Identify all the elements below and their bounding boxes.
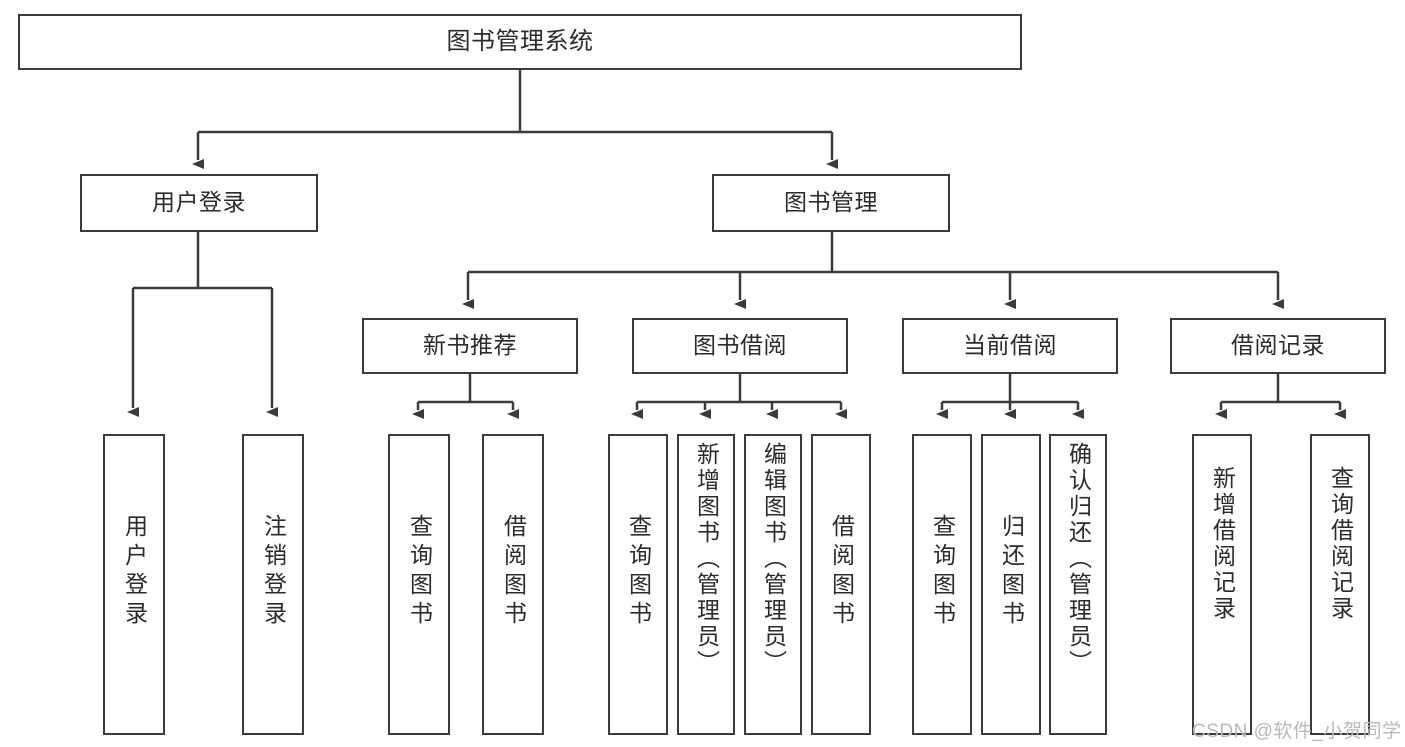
leaf-borrow-book-recommend[interactable]: 借阅图书 (482, 434, 544, 735)
node-label: 新增图书（管理员） (693, 442, 720, 676)
node-label: 图书管理 (784, 189, 878, 216)
node-label: 当前借阅 (963, 332, 1057, 359)
node-label: 借阅图书 (500, 514, 527, 630)
leaf-confirm-return-admin[interactable]: 确认归还（管理员） (1049, 434, 1107, 735)
node-label: 图书借阅 (693, 332, 787, 359)
node-new-book-recommend[interactable]: 新书推荐 (362, 318, 578, 374)
node-borrow-record[interactable]: 借阅记录 (1170, 318, 1386, 374)
node-label: 查询图书 (625, 514, 652, 630)
node-label: 图书管理系统 (446, 27, 594, 55)
node-label: 归还图书 (998, 514, 1025, 630)
node-label: 查询图书 (929, 514, 956, 630)
node-label: 注销登录 (260, 514, 287, 630)
node-label: 借阅记录 (1231, 332, 1325, 359)
leaf-edit-book-admin[interactable]: 编辑图书（管理员） (744, 434, 802, 735)
node-label: 借阅图书 (828, 514, 855, 630)
leaf-logout[interactable]: 注销登录 (242, 434, 304, 735)
leaf-borrow-book[interactable]: 借阅图书 (811, 434, 871, 735)
leaf-add-book-admin[interactable]: 新增图书（管理员） (677, 434, 735, 735)
node-label: 确认归还（管理员） (1065, 442, 1092, 676)
node-label: 查询借阅记录 (1327, 466, 1354, 622)
leaf-add-borrow-record[interactable]: 新增借阅记录 (1192, 434, 1252, 735)
watermark-text: CSDN @软件_小贺同学 (1192, 721, 1402, 742)
leaf-query-book-recommend[interactable]: 查询图书 (388, 434, 450, 735)
node-root-system[interactable]: 图书管理系统 (18, 14, 1022, 70)
node-label: 新书推荐 (423, 332, 517, 359)
node-label: 查询图书 (406, 514, 433, 630)
node-book-borrow[interactable]: 图书借阅 (632, 318, 848, 374)
node-current-borrow[interactable]: 当前借阅 (902, 318, 1118, 374)
node-label: 编辑图书（管理员） (760, 442, 787, 676)
leaf-query-borrow-record[interactable]: 查询借阅记录 (1310, 434, 1370, 735)
leaf-return-book[interactable]: 归还图书 (981, 434, 1041, 735)
node-label: 新增借阅记录 (1209, 466, 1236, 622)
node-book-management[interactable]: 图书管理 (712, 174, 950, 232)
leaf-query-book-current[interactable]: 查询图书 (912, 434, 972, 735)
node-label: 用户登录 (152, 189, 246, 216)
node-user-login[interactable]: 用户登录 (80, 174, 318, 232)
leaf-query-book-borrow[interactable]: 查询图书 (608, 434, 668, 735)
leaf-user-login[interactable]: 用户登录 (103, 434, 165, 735)
node-label: 用户登录 (121, 514, 148, 630)
